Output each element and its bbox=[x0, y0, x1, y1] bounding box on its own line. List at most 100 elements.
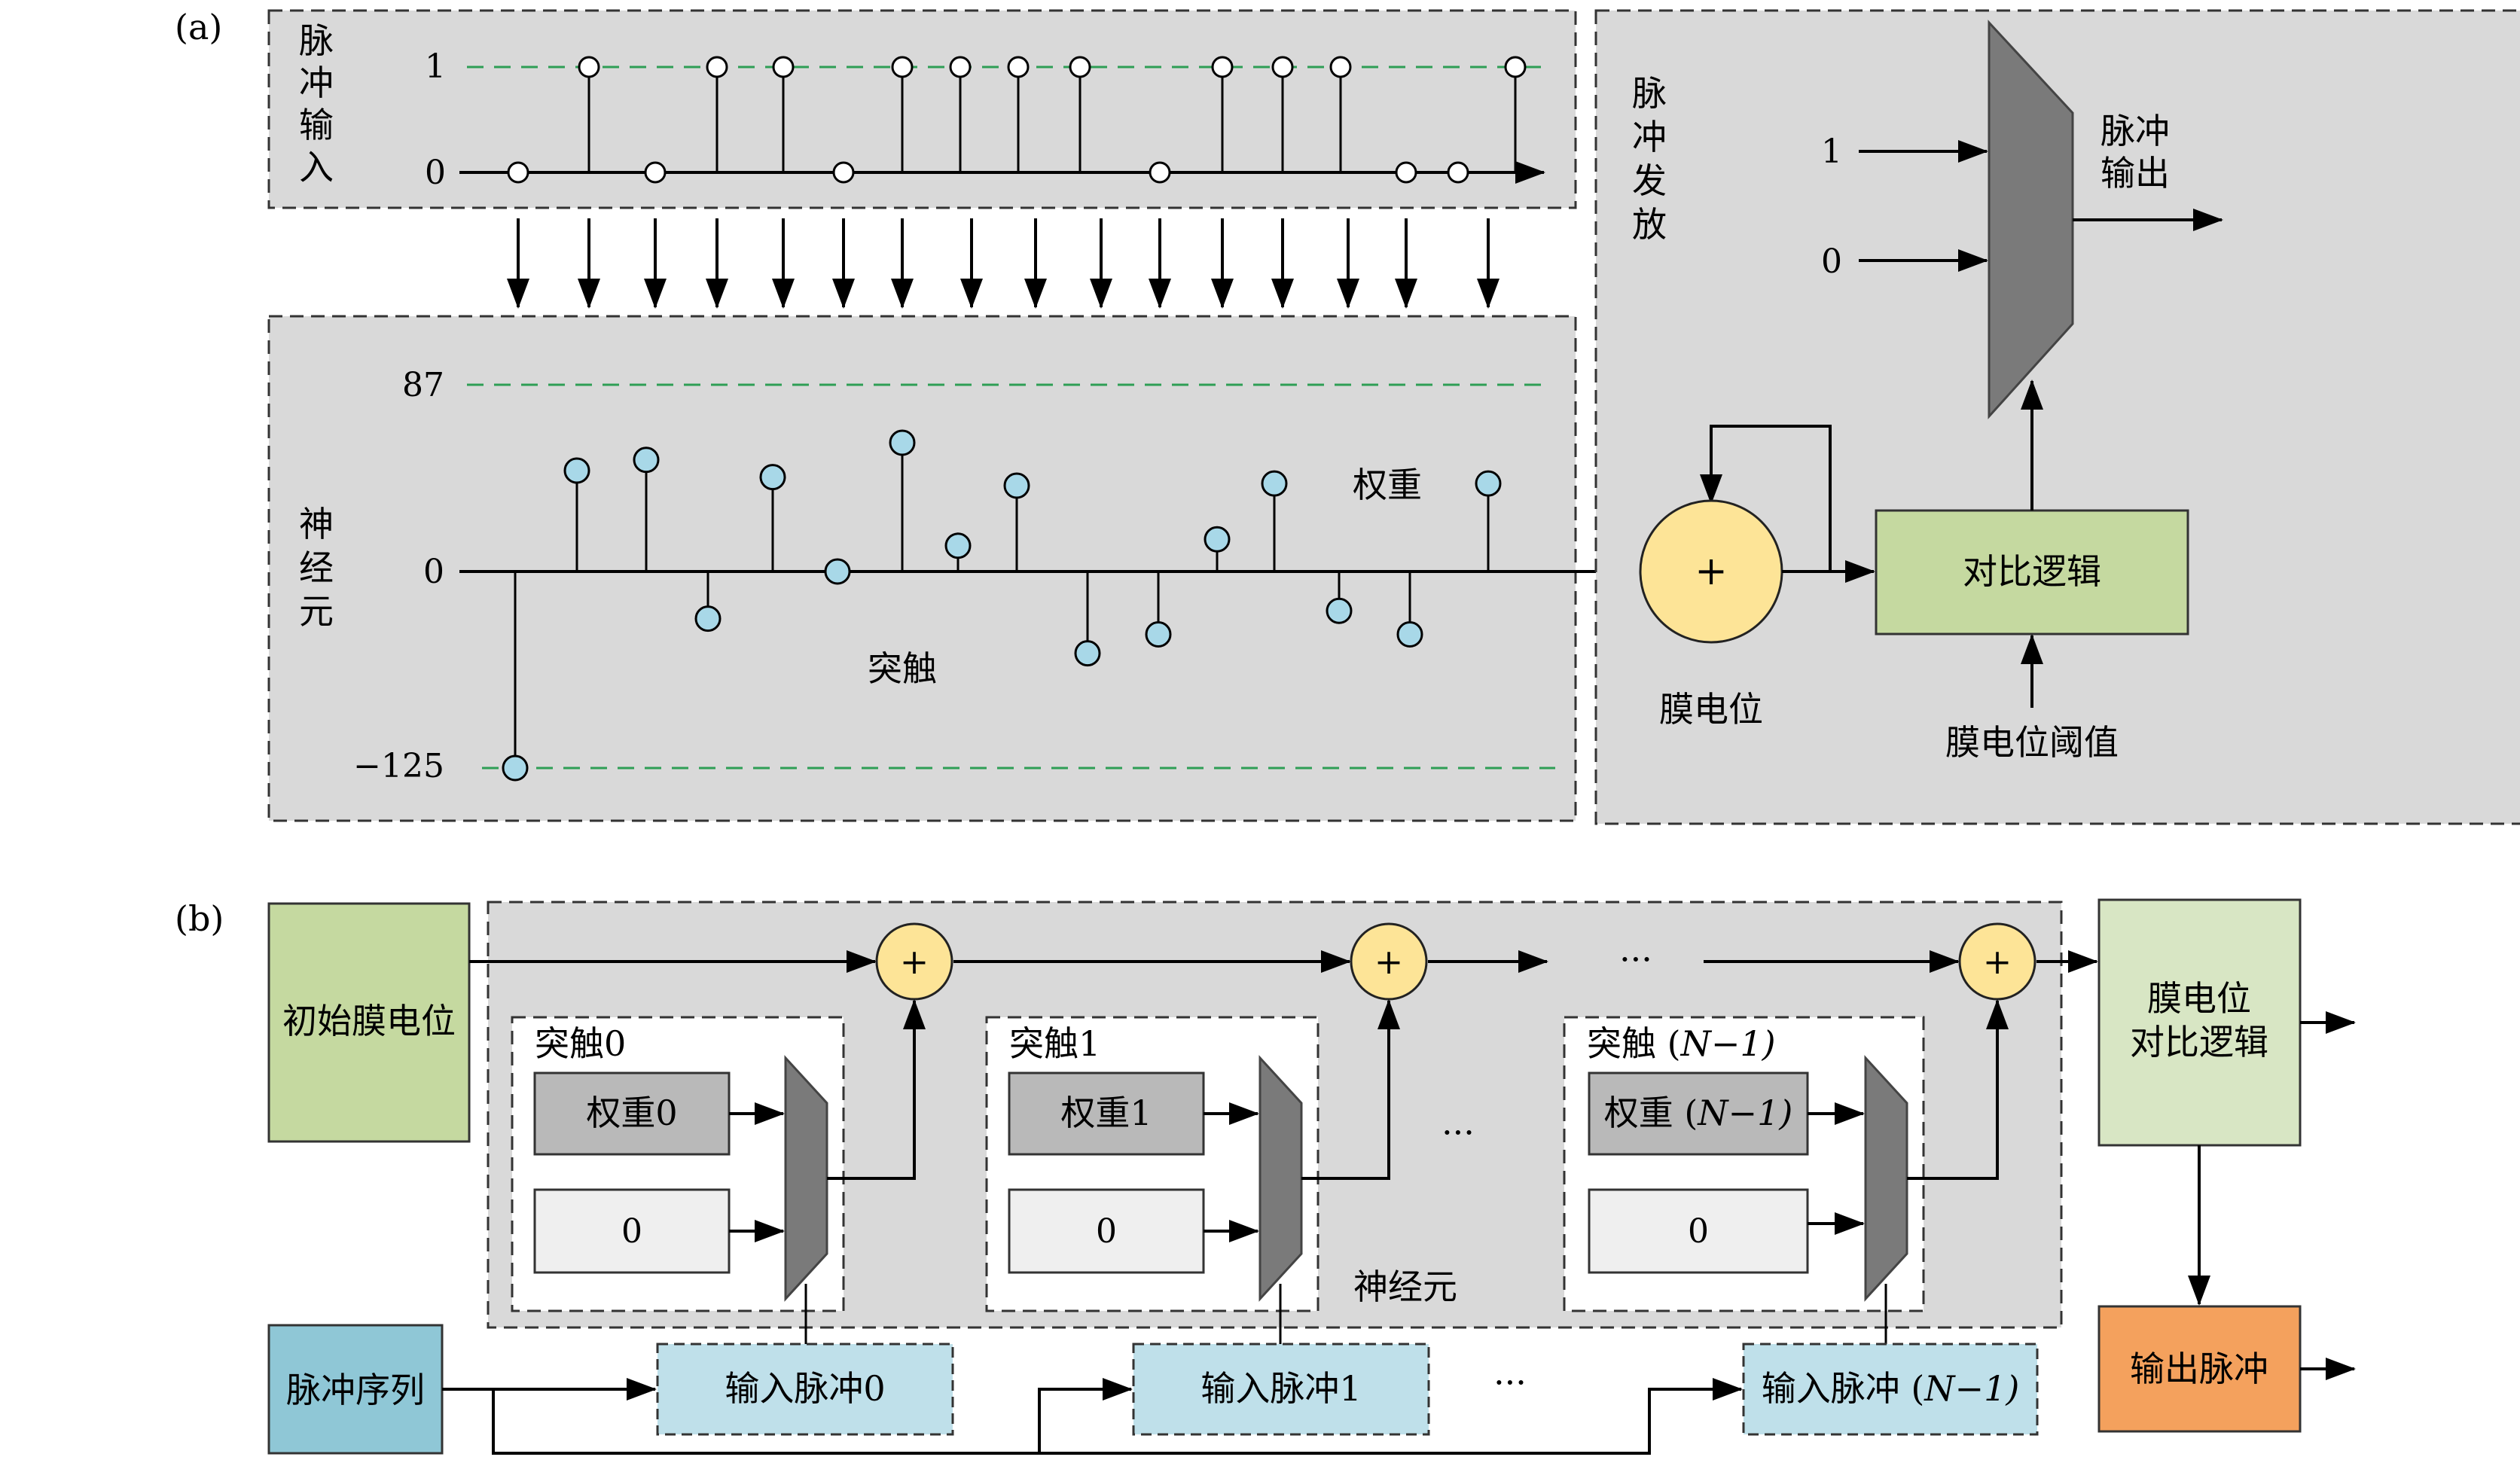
spike-axis-high: 1 bbox=[425, 47, 446, 86]
weight-marker bbox=[889, 429, 916, 456]
spike-marker bbox=[1007, 56, 1030, 78]
output-spike-label: 输出脉冲 bbox=[2130, 1349, 2268, 1389]
weight-marker bbox=[563, 457, 590, 484]
weight-axis-max: 87 bbox=[402, 366, 444, 404]
neuron-label-3: 元 bbox=[299, 591, 334, 632]
weight-n-label: 权重 (N−1) bbox=[1604, 1093, 1793, 1133]
zero-1-label: 0 bbox=[1096, 1212, 1117, 1251]
spike-input-panel: 脉 冲 输 入 1 0 bbox=[267, 9, 1577, 209]
synapse-0-title: 突触0 bbox=[535, 1023, 626, 1064]
input-spike-n-label: 输入脉冲 (N−1) bbox=[1762, 1368, 2020, 1409]
weight-axis-min: −125 bbox=[353, 747, 444, 785]
spike-marker bbox=[1504, 56, 1527, 78]
input-spike-1-box bbox=[1132, 1343, 1430, 1436]
membrane-compare-label-1: 膜电位 bbox=[2147, 978, 2251, 1019]
spike-marker bbox=[1329, 56, 1352, 78]
zero-n-label: 0 bbox=[1688, 1212, 1709, 1251]
weight-marker bbox=[759, 464, 786, 491]
adder-1-symbol: + bbox=[1374, 941, 1404, 982]
weight-1-label: 权重1 bbox=[1060, 1093, 1152, 1133]
synapse-label: 突触 bbox=[868, 648, 937, 689]
mux-input-zero: 0 bbox=[1821, 242, 1842, 281]
output-mux bbox=[1988, 20, 2074, 419]
initial-membrane-label: 初始膜电位 bbox=[282, 1001, 456, 1041]
spike-input-label-2: 冲 bbox=[299, 62, 334, 103]
weight-marker bbox=[1204, 526, 1231, 553]
spike-marker bbox=[1211, 56, 1234, 78]
neuron-panel: 神 经 元 87 0 −125 突触 权重 bbox=[267, 315, 1640, 822]
mux-n-to-adder bbox=[1907, 999, 2009, 1180]
neuron-label-2: 经 bbox=[299, 547, 334, 588]
spike-marker bbox=[1447, 161, 1469, 184]
membrane-compare-label-2: 对比逻辑 bbox=[2130, 1022, 2268, 1062]
spike-output-label-2: 输出 bbox=[2101, 153, 2170, 194]
initial-membrane-box bbox=[267, 902, 471, 1143]
panel-a-tag: (a) bbox=[175, 7, 222, 47]
neuron-label-1: 神 bbox=[299, 504, 334, 544]
adder-0: + bbox=[875, 922, 953, 1001]
spike-input-label-1: 脉 bbox=[299, 20, 334, 61]
weight-marker bbox=[1475, 470, 1502, 497]
weight-axis-zero: 0 bbox=[423, 553, 444, 591]
compare-logic-box bbox=[1875, 509, 2189, 636]
membrane-feedback-loop bbox=[1700, 425, 1832, 572]
firing-label-4: 放 bbox=[1632, 204, 1667, 245]
weight-marker bbox=[1003, 472, 1030, 499]
synapse-block-n: 突触 (N−1) 权重 (N−1) 0 bbox=[1563, 999, 2009, 1344]
spike-sequence-label: 脉冲序列 bbox=[286, 1370, 425, 1410]
spike-marker bbox=[706, 56, 728, 78]
weight-n-box bbox=[1588, 1071, 1809, 1156]
spike-to-synapse-arrows bbox=[507, 218, 1499, 309]
weight-stems bbox=[502, 429, 1502, 782]
adder-0-symbol: + bbox=[900, 941, 929, 982]
mux-n bbox=[1864, 1055, 1908, 1302]
synapse-n-title: 突触 (N−1) bbox=[1587, 1023, 1776, 1064]
zero-n-box bbox=[1588, 1188, 1809, 1274]
spike-marker bbox=[507, 161, 529, 184]
weight-marker bbox=[1145, 621, 1172, 648]
input-spike-0-label: 输入脉冲0 bbox=[725, 1368, 885, 1409]
spike-firing-panel: 脉 冲 发 放 1 0 脉冲 输出 + 膜电位 对比逻辑 膜电位阈值 bbox=[1594, 9, 2520, 825]
synapse-ellipsis: ··· bbox=[1442, 1112, 1475, 1153]
mux-1-to-adder bbox=[1301, 999, 1400, 1180]
weight-marker bbox=[1261, 470, 1288, 497]
spike-marker bbox=[891, 56, 914, 78]
input-ellipsis: ··· bbox=[1493, 1362, 1527, 1403]
spike-axis-low: 0 bbox=[425, 154, 446, 192]
mux-input-one: 1 bbox=[1821, 133, 1842, 171]
weight-label: 权重 bbox=[1353, 465, 1422, 505]
weight-marker bbox=[633, 447, 660, 474]
membrane-adder-symbol: + bbox=[1695, 549, 1728, 594]
weight-marker bbox=[1326, 597, 1353, 624]
spike-marker bbox=[949, 56, 972, 78]
seq-to-input-n bbox=[1039, 1378, 1743, 1455]
input-spike-1-label: 输入脉冲1 bbox=[1201, 1368, 1361, 1409]
weight-marker bbox=[694, 605, 722, 632]
mux-0 bbox=[784, 1055, 828, 1302]
weight-marker bbox=[824, 558, 851, 585]
membrane-potential-label: 膜电位 bbox=[1659, 689, 1763, 730]
spike-input-label-3: 输 bbox=[299, 105, 334, 145]
compare-logic-label: 对比逻辑 bbox=[1963, 551, 2101, 592]
neuron-chain-label: 神经元 bbox=[1353, 1266, 1457, 1307]
weight-0-label: 权重0 bbox=[586, 1093, 677, 1133]
weight-marker bbox=[1396, 621, 1423, 648]
spike-marker bbox=[644, 161, 667, 184]
spike-marker bbox=[1069, 56, 1091, 78]
spike-marker bbox=[832, 161, 855, 184]
mux-1 bbox=[1258, 1055, 1303, 1302]
spike-marker bbox=[772, 56, 795, 78]
spike-input-label-4: 入 bbox=[299, 147, 334, 187]
input-spike-n-box bbox=[1742, 1343, 2039, 1436]
weight-marker bbox=[1074, 640, 1101, 667]
spike-marker bbox=[1395, 161, 1417, 184]
spike-output-label-1: 脉冲 bbox=[2101, 111, 2170, 151]
adder-n: + bbox=[1958, 922, 2036, 1001]
adder-1: + bbox=[1350, 922, 1428, 1001]
input-spike-0-box bbox=[656, 1343, 954, 1436]
synapse-block-0: 突触0 权重0 0 bbox=[511, 999, 926, 1344]
weight-1-box bbox=[1008, 1071, 1205, 1156]
firing-label-3: 发 bbox=[1632, 160, 1667, 201]
weight-marker bbox=[944, 532, 972, 559]
